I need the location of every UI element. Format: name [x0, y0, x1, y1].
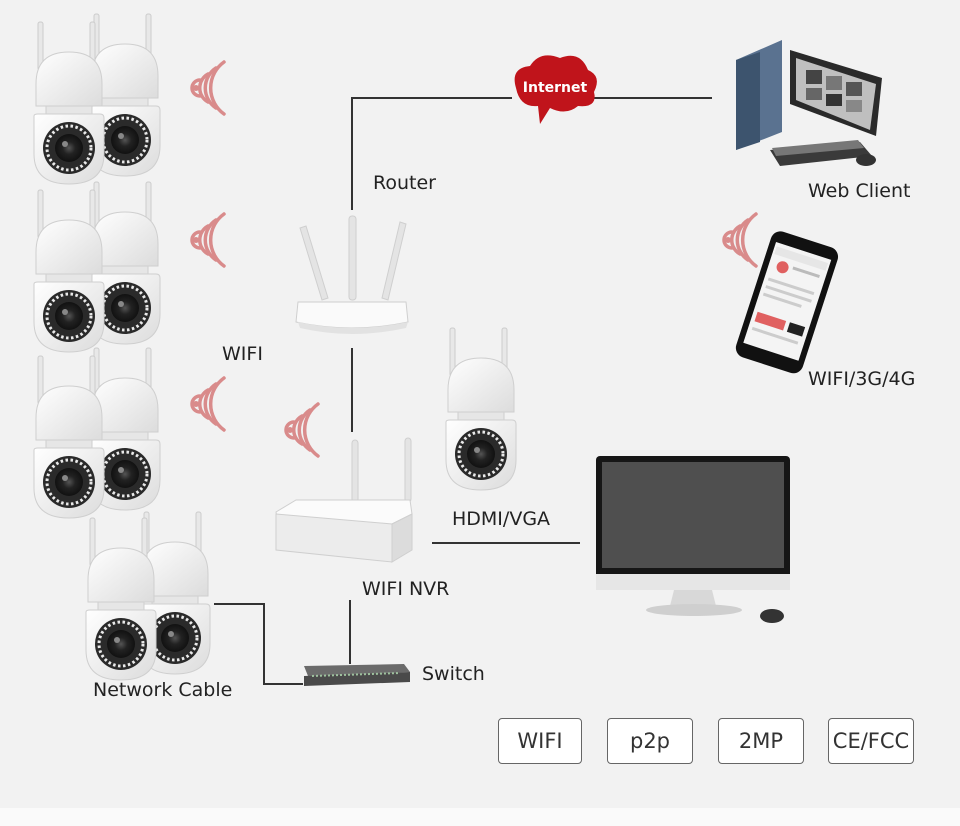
network-cable-label: Network Cable	[93, 679, 233, 701]
web-client-computer	[736, 40, 882, 166]
camera-pair-4	[84, 510, 212, 682]
badge-2mp: 2MP	[718, 718, 804, 764]
badge-p2p: p2p	[607, 718, 693, 764]
wifi-nvr-label: WIFI NVR	[362, 578, 450, 600]
monitor	[596, 456, 790, 623]
badge-wifi: WIFI	[498, 718, 582, 764]
camera-pair-3	[32, 346, 162, 520]
mobile-network-label: WIFI/3G/4G	[808, 368, 916, 390]
badge-ce-fcc: CE/FCC	[828, 718, 914, 764]
internet-label: Internet	[523, 80, 588, 96]
connection-lines	[214, 97, 712, 685]
wifi-nvr	[275, 437, 413, 563]
camera-pair-2	[32, 180, 162, 354]
internet-cloud	[514, 55, 597, 125]
hdmi-vga-label: HDMI/VGA	[452, 508, 551, 530]
router-label: Router	[373, 172, 436, 194]
network-switch	[304, 664, 410, 686]
camera-single	[444, 326, 518, 492]
web-client-label: Web Client	[808, 180, 911, 202]
bottom-strip	[0, 808, 960, 826]
switch-label: Switch	[422, 663, 485, 685]
wifi-label: WIFI	[222, 343, 263, 365]
smartphone	[735, 231, 839, 374]
router	[295, 215, 409, 334]
camera-pair-1	[32, 12, 162, 186]
